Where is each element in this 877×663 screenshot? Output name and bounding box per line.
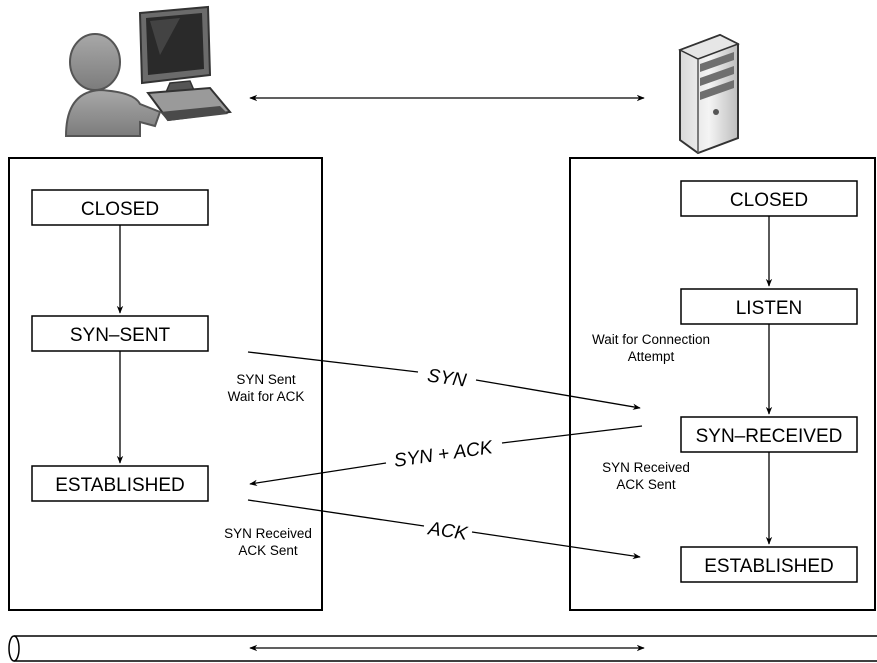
client-state-established: ESTABLISHED [31,465,209,502]
server-state-closed-label: CLOSED [730,190,808,211]
synack-arrow-seg1 [501,425,643,444]
client-state-syn-sent: SYN–SENT [31,315,209,352]
ack-message-label: ACK [426,518,470,545]
server-state-listen-label: LISTEN [736,298,803,319]
server-state-closed: CLOSED [680,180,858,217]
server-state-established: ESTABLISHED [680,546,858,583]
ack-arrow-seg1 [247,499,425,527]
syn-message-label: SYN [426,365,468,391]
server-note-listen-1: Wait for Connection [592,332,710,347]
server-panel [569,157,876,611]
client-state-syn-sent-label: SYN–SENT [70,325,171,346]
client-state-closed: CLOSED [31,189,209,226]
client-note-syn-received-2: ACK Sent [238,543,298,558]
client-note-syn-sent-1: SYN Sent [236,372,296,387]
syn-arrow-seg1 [247,351,419,373]
user-computer-icon [64,5,232,137]
connection-pipe [8,635,877,662]
server-state-established-label: ESTABLISHED [704,556,834,577]
syn-arrow [475,379,641,410]
server-tower-icon [678,33,740,155]
server-state-listen: LISTEN [680,288,858,325]
syn-ack-message-label: SYN + ACK [393,437,495,472]
client-state-established-label: ESTABLISHED [55,475,185,496]
server-state-syn-received: SYN–RECEIVED [680,416,858,453]
ack-arrow [471,531,641,560]
synack-arrow [249,462,387,487]
server-state-syn-received-label: SYN–RECEIVED [696,426,843,447]
server-note-syn-received-1: SYN Received [602,460,690,475]
client-state-closed-label: CLOSED [81,199,159,220]
server-note-syn-received-2: ACK Sent [616,477,676,492]
client-note-syn-received-1: SYN Received [224,526,312,541]
client-panel [8,157,323,611]
server-note-listen-2: Attempt [628,349,675,364]
client-note-syn-sent-2: Wait for ACK [228,389,305,404]
